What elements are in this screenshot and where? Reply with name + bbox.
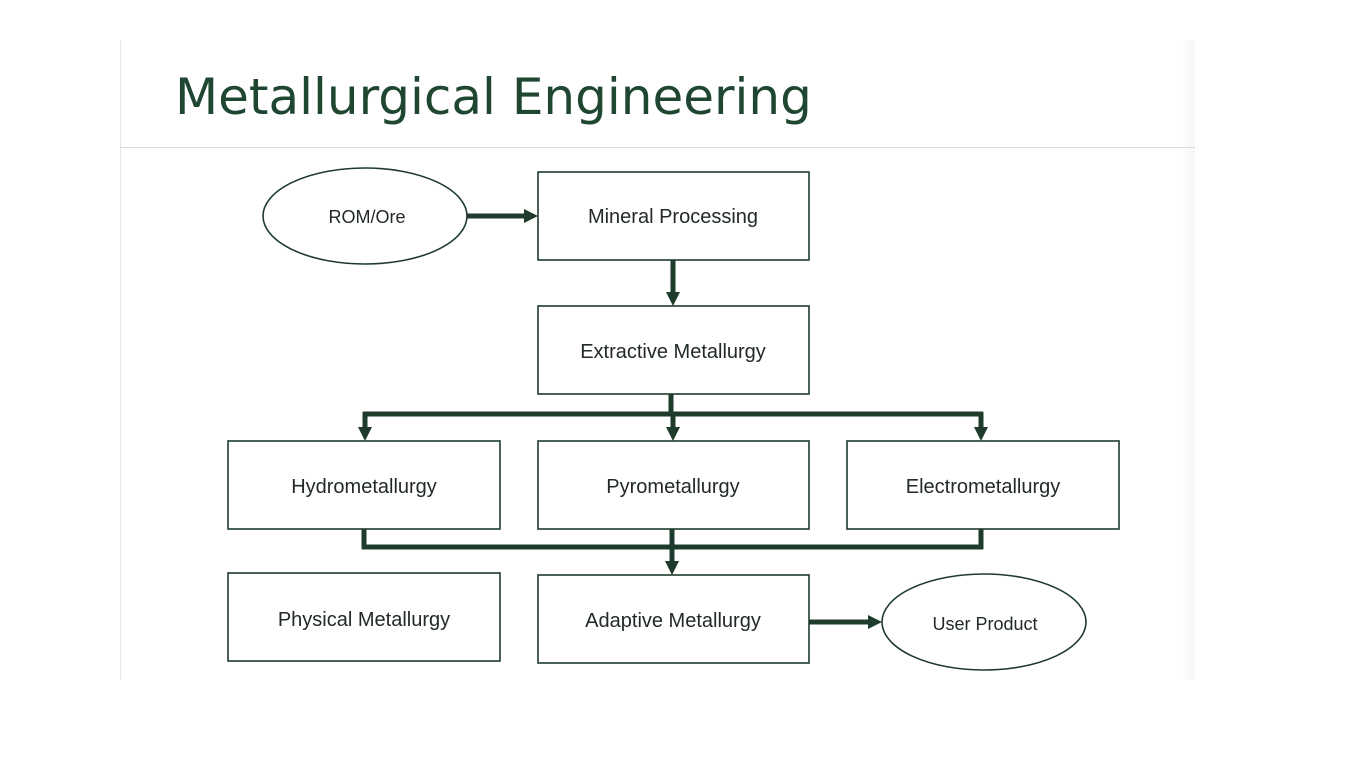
node-hydrometallurgy: Hydrometallurgy	[227, 440, 501, 530]
node-mineral-processing-label: Mineral Processing	[588, 206, 758, 228]
node-pyrometallurgy: Pyrometallurgy	[537, 440, 810, 530]
slide-title: Metallurgical Engineering	[175, 68, 812, 126]
node-adaptive-metallurgy-label: Adaptive Metallurgy	[585, 610, 761, 632]
slide-edge-shade	[1181, 40, 1195, 680]
title-divider	[121, 147, 1195, 148]
node-rom-ore-label: ROM/Ore	[328, 207, 405, 227]
node-rom-ore: ROM/Ore	[262, 167, 468, 265]
node-physical-metallurgy: Physical Metallurgy	[227, 572, 501, 662]
node-extractive-metallurgy-label: Extractive Metallurgy	[580, 341, 766, 363]
node-electrometallurgy: Electrometallurgy	[846, 440, 1120, 530]
node-extractive-metallurgy: Extractive Metallurgy	[537, 305, 810, 395]
node-user-product-label: User Product	[932, 614, 1037, 634]
node-mineral-processing: Mineral Processing	[537, 171, 810, 261]
node-hydrometallurgy-label: Hydrometallurgy	[291, 476, 437, 498]
node-electrometallurgy-label: Electrometallurgy	[906, 476, 1061, 498]
node-pyrometallurgy-label: Pyrometallurgy	[606, 476, 739, 498]
arrow-ore-to-mineral-processing	[467, 209, 538, 223]
arrow-mineral-to-extractive	[666, 260, 680, 306]
node-physical-metallurgy-label: Physical Metallurgy	[278, 609, 450, 631]
branch-extractive-to-routes	[358, 394, 988, 441]
node-adaptive-metallurgy: Adaptive Metallurgy	[537, 574, 810, 664]
node-user-product: User Product	[881, 573, 1087, 671]
arrow-adaptive-to-user-product	[809, 615, 882, 629]
merge-routes-to-adaptive	[361, 529, 984, 575]
